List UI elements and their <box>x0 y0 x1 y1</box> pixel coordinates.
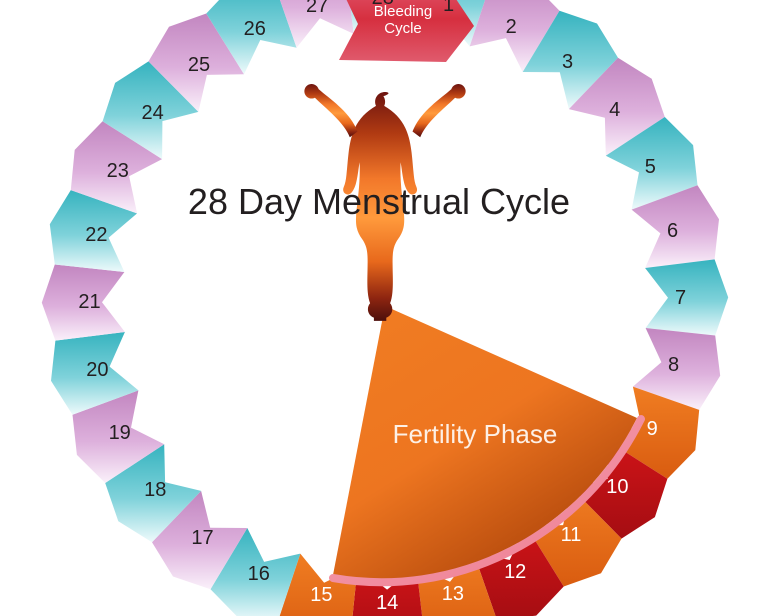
day-number-17: 17 <box>191 526 214 549</box>
day-segment-6[interactable] <box>631 185 719 268</box>
day-number-1: 1 <box>443 0 455 16</box>
day-number-11: 11 <box>560 524 582 547</box>
fertility-phase-label: Fertility Phase <box>392 419 558 449</box>
day-number-26: 26 <box>243 17 266 40</box>
day-number-2: 2 <box>505 15 517 38</box>
day-number-14: 14 <box>376 591 399 614</box>
day-segment-22[interactable] <box>49 190 138 272</box>
day-number-3: 3 <box>561 51 574 74</box>
day-segment-2[interactable] <box>469 0 560 72</box>
bleeding-cycle-label-line1: Bleeding <box>373 3 433 20</box>
day-segment-8[interactable] <box>632 328 721 410</box>
day-number-24: 24 <box>141 102 164 125</box>
day-segment-18[interactable] <box>105 444 202 543</box>
day-number-19: 19 <box>108 422 131 445</box>
day-number-8: 8 <box>668 354 680 377</box>
bleeding-cycle-label: Bleeding Cycle <box>338 3 468 38</box>
day-segment-17[interactable] <box>152 490 248 590</box>
day-number-28: 28 <box>372 0 394 8</box>
day-number-23: 23 <box>106 159 129 182</box>
day-segment-3[interactable] <box>522 10 618 110</box>
day-number-12: 12 <box>504 560 527 583</box>
day-segment-15[interactable] <box>278 553 358 616</box>
day-number-5: 5 <box>644 155 656 178</box>
bleeding-cycle-arrow[interactable] <box>339 0 474 62</box>
day-number-10: 10 <box>606 475 629 498</box>
day-segment-16[interactable] <box>210 528 301 616</box>
day-number-15: 15 <box>310 584 333 607</box>
day-segment-10[interactable] <box>571 440 668 539</box>
day-number-18: 18 <box>144 479 167 502</box>
day-number-27: 27 <box>305 0 329 17</box>
day-segment-25[interactable] <box>148 13 245 112</box>
woman-silhouette-icon <box>304 84 466 321</box>
day-segment-19[interactable] <box>72 390 165 483</box>
day-segment-4[interactable] <box>568 57 665 156</box>
fertility-phase-rim-arc <box>329 415 645 587</box>
fertility-phase-wedge[interactable] <box>333 306 637 579</box>
day-number-20: 20 <box>86 358 109 381</box>
day-segment-26[interactable] <box>206 0 297 75</box>
day-segment-21[interactable] <box>41 264 125 341</box>
day-segment-11[interactable] <box>526 488 622 587</box>
day-number-22: 22 <box>85 223 108 246</box>
day-number-16: 16 <box>247 562 270 585</box>
day-segment-7[interactable] <box>645 259 729 336</box>
day-segment-12[interactable] <box>473 525 564 616</box>
day-segment-24[interactable] <box>102 61 199 160</box>
day-segment-9[interactable] <box>607 386 700 479</box>
bleeding-cycle-label-line2: Cycle <box>384 19 422 37</box>
day-number-6: 6 <box>667 219 679 242</box>
day-number-4: 4 <box>609 98 621 121</box>
day-segment-5[interactable] <box>605 117 698 210</box>
day-segment-27[interactable] <box>273 0 354 48</box>
day-number-21: 21 <box>78 291 101 314</box>
day-segment-23[interactable] <box>70 121 163 214</box>
day-number-7: 7 <box>674 286 687 309</box>
day-number-9: 9 <box>646 418 658 441</box>
day-number-13: 13 <box>441 583 465 606</box>
day-number-25: 25 <box>187 53 211 76</box>
day-segment-20[interactable] <box>51 332 139 415</box>
